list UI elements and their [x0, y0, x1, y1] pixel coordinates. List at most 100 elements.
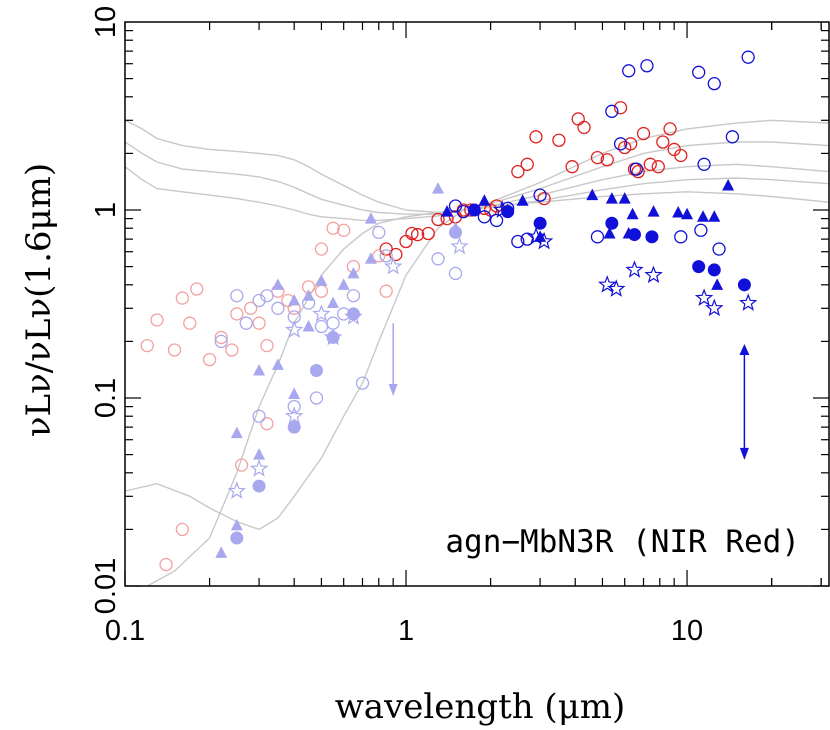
- marker-star-open-s4-p8: [705, 298, 724, 317]
- marker-circle-open-s0-p30: [643, 157, 657, 171]
- marker-circle-open-s0-p5: [421, 226, 435, 241]
- marker-star-open-s9-p4: [323, 327, 343, 346]
- marker-circle-open-s0-p20: [571, 112, 585, 126]
- marker-circle-open-s5-p6: [202, 352, 217, 367]
- marker-circle-open-s1-p19: [725, 130, 740, 144]
- marker-triangle-filled-s8-p6: [315, 274, 328, 286]
- marker-triangle-filled-s3-p8: [626, 207, 639, 220]
- marker-circle-open-s5-p5: [190, 282, 204, 296]
- marker-triangle-filled-s3-p9: [647, 205, 660, 217]
- marker-triangle-filled-s8-p14: [432, 182, 445, 194]
- marker-circle-open-s5-p4: [183, 316, 197, 330]
- arrow-head-1: [739, 447, 749, 460]
- marker-circle-open-s5-p27: [260, 417, 274, 431]
- marker-triangle-filled-s8-p9: [347, 266, 360, 279]
- y-axis-label: νLν/νLν(1.6μm): [19, 163, 59, 437]
- arrow-head-2: [388, 384, 398, 397]
- marker-circle-open-s0-p22: [590, 150, 605, 165]
- marker-circle-open-s5-p1: [150, 313, 164, 327]
- marker-circle-open-s1-p14: [674, 230, 688, 244]
- marker-circle-open-s1-p20: [741, 50, 755, 64]
- marker-circle-open-s0-p3: [405, 226, 419, 241]
- marker-star-open-s9-p5: [344, 307, 363, 325]
- template-curve-2: [125, 141, 829, 215]
- y-tick-label: 0.1: [90, 378, 122, 418]
- marker-circle-open-s6-p2: [239, 316, 253, 330]
- marker-circle-open-s5-p26: [234, 458, 249, 472]
- marker-circle-open-s5-p20: [372, 249, 386, 263]
- marker-circle-open-s1-p18: [712, 242, 726, 256]
- marker-star-open-s4-p3: [597, 275, 617, 293]
- marker-star-open-s4-p1: [526, 227, 546, 245]
- marker-triangle-filled-s8-p8: [337, 278, 350, 290]
- axis-ticks: [124, 22, 829, 587]
- marker-circle-open-s1-p2: [477, 210, 492, 224]
- marker-circle-open-s5-p2: [167, 343, 182, 357]
- marker-circle-filled-s2-p8: [737, 278, 751, 292]
- marker-triangle-filled-s8-p5: [302, 289, 315, 301]
- marker-circle-open-s0-p31: [651, 160, 665, 174]
- marker-triangle-filled-s3-p12: [697, 210, 710, 222]
- marker-triangle-filled-s8-p0: [215, 546, 228, 558]
- marker-circle-open-s5-p17: [314, 284, 329, 298]
- marker-triangle-filled-s8-p1: [230, 518, 243, 531]
- marker-triangle-filled-s8-p11: [271, 358, 284, 370]
- y-tick-label: 10: [90, 6, 122, 38]
- marker-star-open-s4-p4: [607, 279, 626, 297]
- plot-frame: [124, 21, 830, 587]
- marker-triangle-filled-s8-p18: [302, 320, 315, 332]
- marker-triangle-filled-s3-p11: [681, 207, 694, 220]
- marker-triangle-filled-s3-p0: [441, 205, 454, 217]
- marker-triangle-filled-s3-p13: [711, 278, 724, 290]
- template-curve-3: [125, 163, 829, 222]
- marker-circle-open-s6-p0: [214, 334, 228, 349]
- marker-circle-open-s6-p15: [431, 252, 445, 266]
- marker-star-open-s9-p7: [450, 236, 469, 255]
- marker-triangle-filled-s3-p6: [605, 192, 618, 204]
- y-tick-label: 0.01: [90, 558, 122, 614]
- marker-circle-open-s6-p13: [372, 225, 386, 240]
- marker-star-open-s9-p3: [312, 304, 331, 322]
- marker-circle-open-s1-p17: [707, 76, 721, 91]
- marker-triangle-filled-s3-p1: [478, 194, 491, 206]
- marker-circle-open-s5-p12: [260, 338, 274, 353]
- marker-triangle-filled-s3-p7: [618, 192, 631, 204]
- marker-star-open-s9-p6: [384, 256, 403, 275]
- x-tick-label: 0.1: [105, 615, 145, 647]
- marker-circle-open-s5-p0: [140, 338, 154, 353]
- marker-circle-open-s5-p11: [252, 316, 266, 330]
- marker-circle-open-s5-p7: [214, 330, 228, 345]
- marker-circle-open-s5-p19: [337, 223, 351, 237]
- marker-circle-filled-s7-p3: [309, 364, 323, 378]
- marker-circle-open-s5-p18: [326, 221, 340, 235]
- marker-circle-filled-s7-p5: [346, 307, 360, 321]
- arrow-top-marker-1: [739, 344, 750, 356]
- marker-circle-open-s0-p28: [631, 164, 645, 179]
- marker-circle-open-s6-p18: [287, 399, 301, 414]
- marker-circle-open-s1-p15: [692, 65, 706, 79]
- marker-circle-open-s6-p8: [314, 319, 329, 334]
- marker-circle-open-s6-p1: [230, 289, 244, 303]
- marker-triangle-filled-s8-p17: [288, 387, 301, 400]
- marker-triangle-filled-s8-p16: [364, 252, 377, 264]
- marker-circle-filled-s7-p0: [230, 531, 244, 545]
- marker-triangle-filled-s3-p5: [586, 188, 599, 201]
- marker-star-open-s4-p5: [625, 260, 644, 278]
- y-tick-label: 1: [90, 202, 122, 218]
- marker-circle-open-s0-p16: [529, 130, 543, 144]
- marker-circle-open-s0-p29: [636, 126, 651, 141]
- marker-circle-open-s5-p21: [379, 284, 393, 298]
- marker-circle-open-s0-p2: [399, 234, 413, 249]
- marker-triangle-filled-s8-p13: [230, 426, 243, 439]
- marker-circle-open-s6-p5: [271, 301, 285, 315]
- x-tick-label: 1: [398, 615, 414, 647]
- marker-triangle-filled-s8-p15: [449, 221, 462, 234]
- marker-circle-open-s1-p7: [533, 188, 547, 202]
- marker-circle-open-s6-p16: [448, 266, 463, 281]
- marker-circle-filled-s7-p1: [252, 479, 266, 493]
- marker-triangle-filled-s8-p10: [364, 212, 377, 224]
- marker-circle-filled-s2-p2: [533, 216, 547, 230]
- marker-triangle-filled-s8-p4: [288, 294, 301, 306]
- marker-circle-open-s5-p10: [244, 301, 258, 315]
